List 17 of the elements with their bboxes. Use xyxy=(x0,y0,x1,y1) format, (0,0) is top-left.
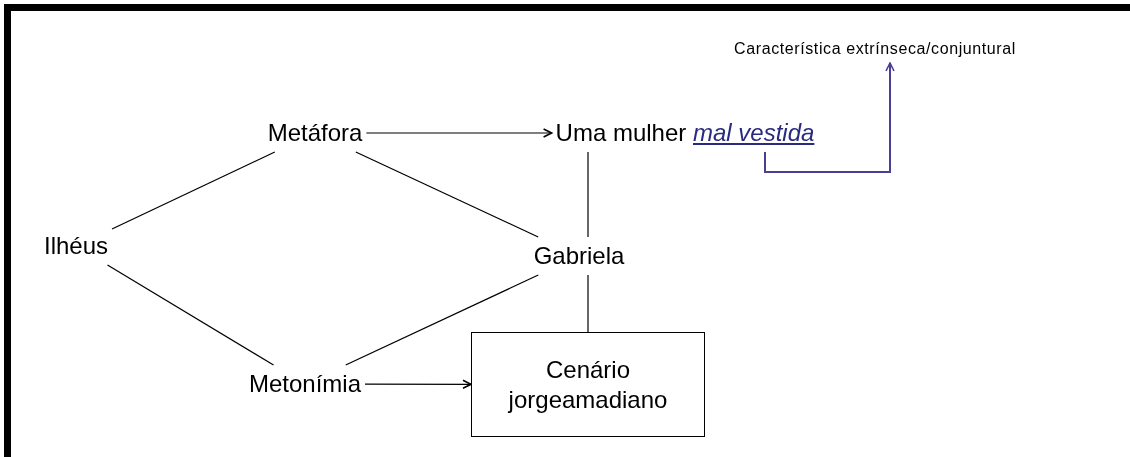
connector-line xyxy=(345,274,539,366)
arrow xyxy=(764,62,895,173)
connector-line xyxy=(355,151,539,238)
box-label: Uma mulher mal vestida xyxy=(555,118,815,148)
process-box xyxy=(471,332,705,437)
arrow xyxy=(364,379,472,390)
box-label: Metáfora xyxy=(267,118,363,148)
box-label: Gabriela xyxy=(533,241,625,271)
arrow xyxy=(365,128,553,138)
connector-line xyxy=(587,151,589,238)
connector-line xyxy=(111,151,276,230)
box-label: Ilhéus xyxy=(43,231,108,261)
box-label: Metonímia xyxy=(248,369,361,399)
connector-line xyxy=(106,264,275,366)
box-label: Característica extrínseca/conjuntural xyxy=(734,39,1016,59)
box-label: Cenário jorgeamadiano xyxy=(507,354,669,415)
connector-line xyxy=(587,274,589,333)
